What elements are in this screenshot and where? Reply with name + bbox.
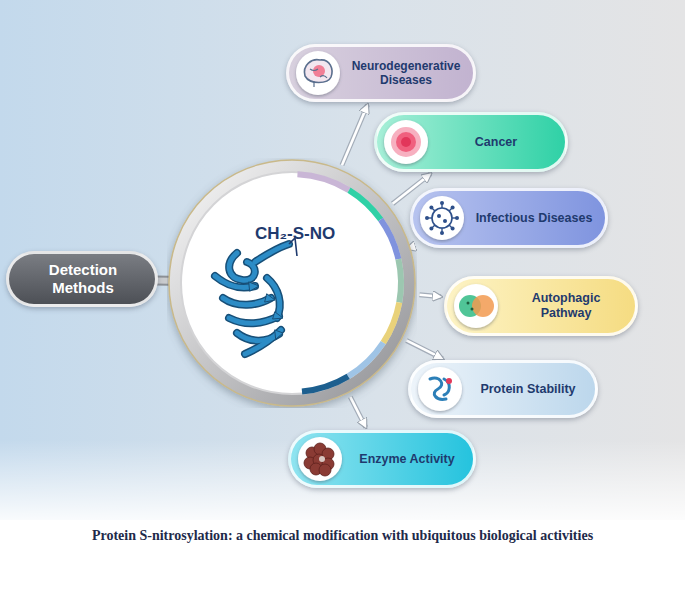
connector-outline bbox=[350, 397, 366, 427]
arrow-connector bbox=[419, 295, 441, 297]
rim-segment bbox=[297, 171, 350, 192]
category-label: Cancer bbox=[439, 135, 553, 150]
background-panel bbox=[0, 0, 685, 520]
rim-segment bbox=[347, 188, 383, 222]
category-pill: Enzyme Activity bbox=[288, 430, 476, 488]
category-pill: Detection Methods bbox=[6, 251, 158, 307]
category-label: Autophagic Pathway bbox=[509, 291, 623, 321]
category-icon bbox=[293, 48, 343, 98]
arrow-connector bbox=[350, 397, 366, 427]
rim-segment bbox=[395, 258, 404, 302]
circle-illustration bbox=[167, 158, 417, 408]
category-label: Detection Methods bbox=[23, 261, 143, 297]
category-label: Infectious Diseases bbox=[475, 211, 593, 226]
category-icon bbox=[295, 434, 345, 484]
rim-segment bbox=[381, 302, 402, 344]
protein-ribbon bbox=[215, 244, 289, 354]
connector-outline bbox=[406, 340, 442, 358]
category-label: Protein Stability bbox=[473, 382, 583, 397]
category-icon bbox=[415, 364, 465, 414]
category-icon bbox=[417, 193, 467, 243]
arrow-connector bbox=[406, 340, 442, 358]
center-circle: CH₂-S-NO bbox=[167, 158, 417, 408]
category-pill: Autophagic Pathway bbox=[444, 276, 638, 336]
chemical-group: CH₂-S-NO bbox=[255, 224, 335, 244]
category-pill: Neurodegenerative Diseases bbox=[286, 44, 476, 102]
inner-disc bbox=[181, 172, 403, 394]
caption-ground bbox=[0, 520, 685, 602]
silver-ring bbox=[169, 160, 415, 406]
rim-segment bbox=[302, 374, 350, 395]
caption: Protein S-nitrosylation: a chemical modi… bbox=[0, 528, 685, 544]
category-pill: Protein Stability bbox=[408, 360, 598, 418]
rim-segment bbox=[378, 218, 401, 260]
category-icon bbox=[451, 281, 501, 331]
category-label: Neurodegenerative Diseases bbox=[351, 59, 461, 88]
connector-outline bbox=[419, 295, 441, 297]
category-icon bbox=[381, 117, 431, 167]
category-label: Enzyme Activity bbox=[353, 452, 461, 467]
connector-outline bbox=[342, 105, 368, 165]
arrow-connector bbox=[342, 105, 368, 165]
connectors bbox=[156, 105, 443, 428]
rim-segment bbox=[347, 341, 386, 379]
category-pill: Cancer bbox=[374, 112, 568, 172]
category-pill: Infectious Diseases bbox=[410, 188, 608, 248]
